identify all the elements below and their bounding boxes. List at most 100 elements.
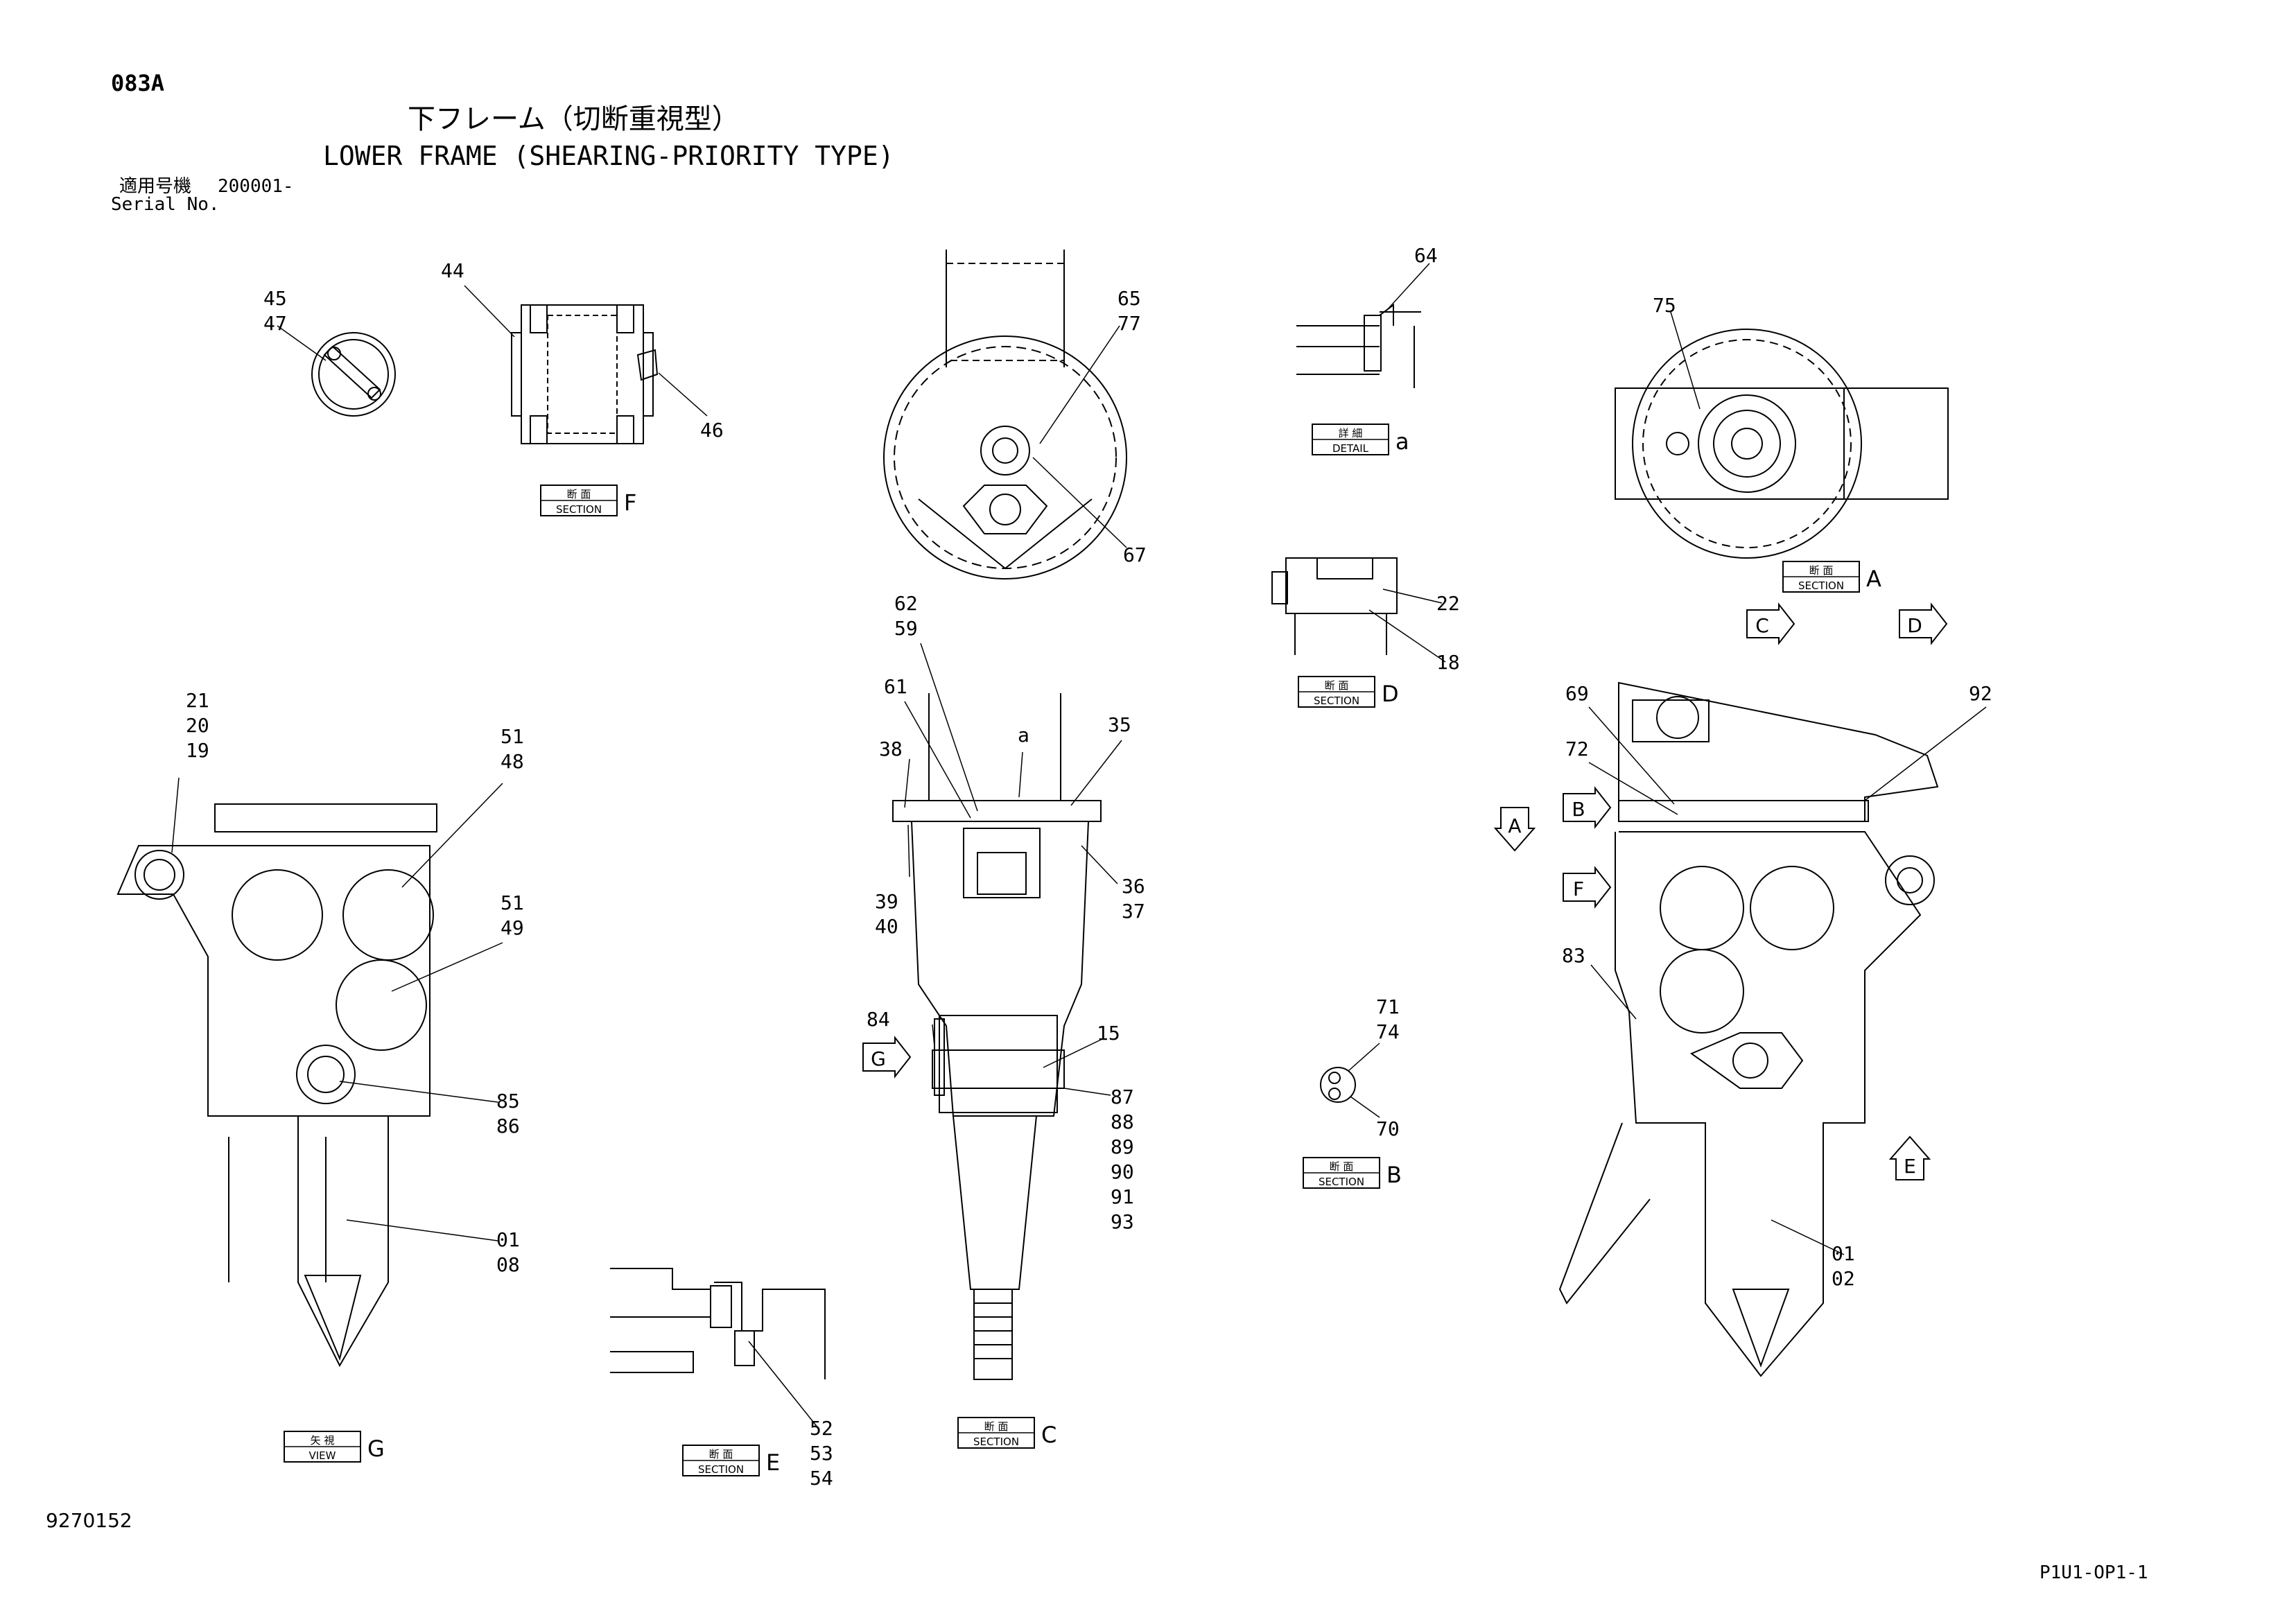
view-label-a: 詳 細 DETAIL a (1312, 424, 1409, 455)
view-label-en: DETAIL (1332, 442, 1369, 455)
callout-number: 08 (496, 1253, 520, 1276)
serial-label-japanese: 適用号機 (119, 176, 192, 197)
callout-number: 54 (810, 1467, 833, 1490)
section-c-top-view (883, 250, 1127, 579)
section-f-ring-view (277, 325, 396, 417)
callout-number: 65 (1117, 287, 1141, 310)
callout: 64 (1414, 244, 1438, 267)
callout-number: 02 (1832, 1267, 1855, 1290)
callout-number: 72 (1565, 738, 1589, 760)
callout-number: 35 (1108, 713, 1131, 736)
callout-number: 51 (501, 891, 524, 914)
callout-number: 01 (496, 1228, 520, 1251)
title-japanese: 下フレーム（切断重視型） (408, 103, 740, 135)
view-arrow-letter: F (1573, 878, 1584, 900)
callout-number: 91 (1111, 1185, 1134, 1208)
view-label-ja: 断 面 (1809, 564, 1834, 577)
view-label-en: SECTION (556, 503, 602, 516)
callout-number: 85 (496, 1090, 520, 1113)
view-label-letter: G (367, 1436, 385, 1462)
callout-number: 59 (894, 617, 918, 640)
view-label-letter: F (624, 489, 636, 516)
callout-number: 20 (186, 714, 209, 737)
callout: 46 (700, 419, 724, 442)
view-arrow-g: G (862, 1036, 912, 1079)
view-label-letter: a (1395, 428, 1409, 455)
callout-number: 74 (1376, 1020, 1400, 1043)
view-arrow-d: D (1899, 602, 1948, 645)
center-elevation-view (892, 643, 1122, 1380)
callout: 70 (1376, 1117, 1400, 1140)
callout-number: 71 (1376, 995, 1400, 1018)
view-label-en: SECTION (1319, 1176, 1364, 1188)
callout: 44 (441, 259, 464, 282)
view-label-ja: 断 面 (567, 488, 591, 500)
callout-number: 52 (810, 1417, 833, 1440)
right-elevation-view (1558, 681, 1987, 1377)
view-label-letter: E (766, 1449, 780, 1476)
view-label-ja: 詳 細 (1339, 427, 1363, 439)
callout-number: 37 (1122, 900, 1145, 923)
view-label-en: VIEW (309, 1449, 336, 1462)
view-label-letter: B (1386, 1162, 1402, 1188)
callout-number: 51 (501, 725, 524, 748)
callout-number: 83 (1562, 944, 1585, 967)
callout-number: 62 (894, 592, 918, 615)
view-arrow-letter: A (1508, 814, 1521, 837)
callout-number: 36 (1122, 875, 1145, 898)
callout-number: 70 (1376, 1117, 1400, 1140)
view-label-en: SECTION (973, 1436, 1019, 1448)
serial-label-english: Serial No. (111, 194, 220, 215)
callout-number: 18 (1436, 651, 1460, 674)
serial-value: 200001- (218, 176, 294, 197)
callout-number: 84 (867, 1008, 890, 1031)
view-label-b: 断 面 SECTION B (1303, 1157, 1402, 1189)
section-d-view (1271, 557, 1446, 663)
left-elevation-view (116, 777, 503, 1368)
callout: 84 (867, 1008, 890, 1031)
view-label-en: SECTION (1798, 579, 1844, 592)
callout: 72 (1565, 738, 1589, 760)
view-arrow-f: F (1563, 866, 1612, 909)
callout-number: 92 (1969, 682, 1992, 705)
view-label-ja: 断 面 (1330, 1160, 1354, 1173)
callout-number: 69 (1565, 682, 1589, 705)
view-label-letter: C (1041, 1422, 1056, 1448)
view-arrow-letter: C (1755, 614, 1769, 637)
callout-number: 47 (263, 312, 287, 335)
section-e-view (610, 1268, 826, 1429)
view-label-ja: 断 面 (709, 1448, 733, 1460)
callout-number: 39 (875, 890, 898, 913)
view-label-en: SECTION (698, 1463, 744, 1476)
callout: 18 (1436, 651, 1460, 674)
callout: 38 (879, 738, 903, 760)
view-arrow-a: A (1493, 807, 1536, 852)
page-id: 083A (111, 70, 165, 96)
view-arrow-letter: B (1572, 798, 1585, 821)
callout-number: 53 (810, 1442, 833, 1465)
callout-number: 40 (875, 915, 898, 938)
view-label-f: 断 面 SECTION F (540, 485, 636, 516)
callout-number: 61 (884, 675, 907, 698)
view-label-letter: D (1382, 681, 1399, 707)
callout-number: 86 (496, 1115, 520, 1137)
view-arrow-letter: G (871, 1047, 886, 1070)
view-arrow-c: C (1746, 602, 1795, 645)
callout-number: 45 (263, 287, 287, 310)
document-number: 9270152 (46, 1509, 132, 1532)
